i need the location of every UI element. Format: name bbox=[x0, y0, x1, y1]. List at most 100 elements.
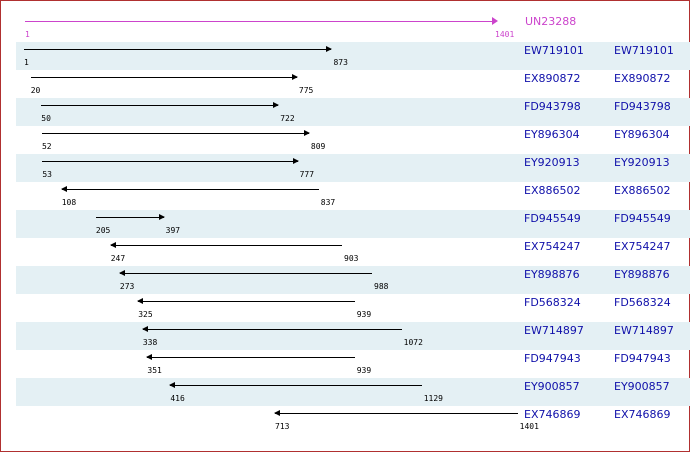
accession-link[interactable]: FD568324 bbox=[524, 296, 581, 309]
alignment-row bbox=[16, 266, 690, 294]
arrow-head-icon bbox=[292, 158, 299, 164]
accession-link-secondary[interactable]: EW719101 bbox=[614, 44, 674, 57]
alignment-arrow bbox=[147, 357, 355, 358]
accession-link-secondary[interactable]: EX746869 bbox=[614, 408, 671, 421]
arrow-head-icon bbox=[273, 102, 280, 108]
arrow-head-icon bbox=[274, 410, 281, 416]
arrow-head-icon bbox=[118, 270, 125, 276]
start-position-label: 50 bbox=[41, 114, 51, 123]
alignment-row bbox=[16, 126, 690, 154]
accession-link-secondary[interactable]: EX754247 bbox=[614, 240, 671, 253]
arrow-head-icon bbox=[60, 186, 67, 192]
accession-link[interactable]: FD943798 bbox=[524, 100, 581, 113]
start-position-label: 247 bbox=[110, 254, 126, 263]
alignment-row bbox=[16, 406, 690, 434]
accession-link-secondary[interactable]: FD943798 bbox=[614, 100, 671, 113]
start-position-label: 713 bbox=[275, 422, 290, 431]
start-position-label: 338 bbox=[142, 338, 158, 347]
accession-link-secondary[interactable]: EW714897 bbox=[614, 324, 674, 337]
alignment-arrow bbox=[138, 301, 355, 302]
start-position-label: 53 bbox=[42, 170, 52, 179]
accession-link-secondary[interactable]: EY920913 bbox=[614, 156, 670, 169]
reference-end-label: 1401 bbox=[495, 30, 515, 39]
end-position-label: 939 bbox=[356, 366, 372, 375]
alignment-arrow bbox=[41, 133, 309, 134]
end-position-label: 777 bbox=[299, 170, 315, 179]
alignment-arrow bbox=[142, 329, 402, 330]
end-position-label: 1401 bbox=[519, 422, 539, 431]
start-position-label: 52 bbox=[41, 142, 52, 151]
alignment-row bbox=[16, 42, 690, 70]
alignment-row bbox=[16, 350, 690, 378]
alignment-arrow bbox=[119, 273, 373, 274]
accession-link[interactable]: EY898876 bbox=[524, 268, 580, 281]
start-position-label: 416 bbox=[170, 394, 185, 403]
arrow-head-icon bbox=[326, 46, 333, 52]
accession-link-secondary[interactable]: EY900857 bbox=[614, 380, 670, 393]
end-position-label: 837 bbox=[320, 198, 336, 207]
start-position-label: 325 bbox=[138, 310, 153, 319]
alignment-row bbox=[16, 294, 690, 322]
accession-link[interactable]: EY920913 bbox=[524, 156, 580, 169]
end-position-label: 1129 bbox=[423, 394, 443, 403]
accession-link[interactable]: FD947943 bbox=[524, 352, 581, 365]
arrow-head-icon bbox=[169, 382, 176, 388]
accession-link[interactable]: EX886502 bbox=[524, 184, 581, 197]
end-position-label: 397 bbox=[165, 226, 181, 235]
arrow-head-icon bbox=[109, 242, 116, 248]
arrow-head-icon bbox=[158, 214, 165, 220]
end-position-label: 1072 bbox=[403, 338, 423, 347]
alignment-arrow bbox=[110, 245, 343, 246]
end-position-label: 809 bbox=[310, 142, 326, 151]
accession-link-secondary[interactable]: EY898876 bbox=[614, 268, 670, 281]
end-position-label: 873 bbox=[333, 58, 348, 67]
alignment-arrow bbox=[275, 413, 518, 414]
reference-arrow-head bbox=[492, 17, 498, 25]
accession-link-secondary[interactable]: EX886502 bbox=[614, 184, 671, 197]
alignment-row bbox=[16, 98, 690, 126]
arrow-head-icon bbox=[303, 130, 310, 136]
reference-sequence-line bbox=[25, 21, 494, 22]
alignment-arrow bbox=[30, 77, 297, 78]
alignment-arrow bbox=[41, 105, 279, 106]
accession-link-secondary[interactable]: EY896304 bbox=[614, 128, 670, 141]
start-position-label: 351 bbox=[147, 366, 162, 375]
start-position-label: 1 bbox=[24, 58, 29, 67]
start-position-label: 205 bbox=[95, 226, 111, 235]
start-position-label: 108 bbox=[61, 198, 77, 207]
end-position-label: 939 bbox=[356, 310, 372, 319]
accession-link[interactable]: EX890872 bbox=[524, 72, 581, 85]
start-position-label: 20 bbox=[30, 86, 41, 95]
arrow-head-icon bbox=[291, 74, 298, 80]
alignment-row bbox=[16, 154, 690, 182]
accession-link-secondary[interactable]: FD945549 bbox=[614, 212, 671, 225]
accession-link[interactable]: EY896304 bbox=[524, 128, 580, 141]
alignment-arrow bbox=[42, 161, 298, 162]
alignment-row bbox=[16, 182, 690, 210]
accession-link-secondary[interactable]: FD947943 bbox=[614, 352, 671, 365]
reference-start-label: 1 bbox=[25, 30, 30, 39]
accession-link[interactable]: EX746869 bbox=[524, 408, 581, 421]
end-position-label: 775 bbox=[298, 86, 314, 95]
accession-link[interactable]: EW714897 bbox=[524, 324, 584, 337]
end-position-label: 722 bbox=[280, 114, 295, 123]
arrow-head-icon bbox=[137, 298, 144, 304]
alignment-row bbox=[16, 210, 690, 238]
accession-link[interactable]: EX754247 bbox=[524, 240, 581, 253]
alignment-row bbox=[16, 378, 690, 406]
alignment-arrow bbox=[170, 385, 422, 386]
arrow-head-icon bbox=[146, 354, 153, 360]
end-position-label: 988 bbox=[374, 282, 389, 291]
alignment-arrow bbox=[24, 49, 332, 50]
alignment-arrow bbox=[95, 217, 164, 218]
reference-name-label: UN23288 bbox=[525, 15, 577, 28]
accession-link[interactable]: EY900857 bbox=[524, 380, 580, 393]
accession-link-secondary[interactable]: EX890872 bbox=[614, 72, 671, 85]
start-position-label: 273 bbox=[119, 282, 135, 291]
alignment-row bbox=[16, 322, 690, 350]
accession-link[interactable]: FD945549 bbox=[524, 212, 581, 225]
end-position-label: 903 bbox=[344, 254, 359, 263]
accession-link-secondary[interactable]: FD568324 bbox=[614, 296, 671, 309]
accession-link[interactable]: EW719101 bbox=[524, 44, 584, 57]
alignment-arrow bbox=[61, 189, 319, 190]
